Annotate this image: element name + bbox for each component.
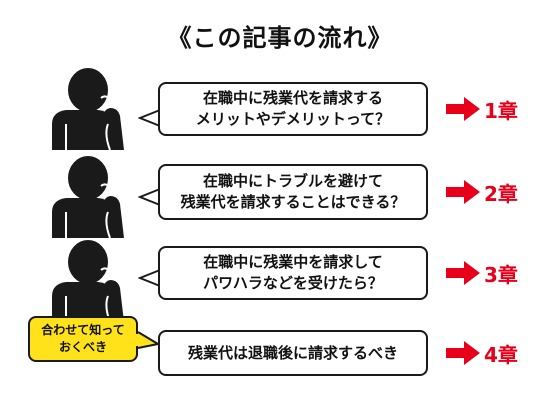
note-line: 合わせて知って: [41, 323, 125, 337]
note-bubble: 合わせて知って おくべき: [28, 316, 138, 362]
question-bubble-2: 在職中にトラブルを避けて 残業代を請求することはできる？: [158, 164, 428, 220]
thinking-person-icon: [52, 240, 124, 322]
bubble-line: 残業代は退職後に請求するべき: [187, 343, 398, 362]
bubble-line: メリットやデメリットって？: [195, 110, 391, 128]
right-arrow-icon: [446, 341, 480, 365]
chapter-label-4: 4章: [484, 343, 518, 367]
bubble-line: パワハラなどを受けたら？: [203, 274, 383, 292]
question-bubble-4: 残業代は退職後に請求するべき: [158, 330, 428, 376]
bubble-line: 在職中にトラブルを避けて: [202, 172, 383, 190]
chapter-label-1: 1章: [484, 99, 518, 123]
question-bubble-1: 在職中に残業代を請求する メリットやデメリットって？: [158, 82, 428, 136]
question-bubble-3: 在職中に残業中を請求して パワハラなどを受けたら？: [158, 246, 428, 300]
note-line: おくべき: [58, 340, 107, 354]
right-arrow-icon: [446, 261, 480, 285]
chapter-label-3: 3章: [484, 263, 518, 287]
thinking-person-icon: [52, 68, 124, 150]
chapter-label-2: 2章: [484, 182, 518, 206]
thinking-person-icon: [52, 156, 124, 238]
note-tail: [136, 331, 160, 349]
bubble-line: 在職中に残業中を請求して: [203, 253, 383, 271]
bubble-line: 在職中に残業代を請求する: [202, 89, 383, 107]
bubble-line: 残業代を請求することはできる？: [180, 193, 406, 211]
right-arrow-icon: [446, 180, 480, 204]
page-title: 《この記事の流れ》: [167, 24, 393, 52]
right-arrow-icon: [446, 97, 480, 121]
